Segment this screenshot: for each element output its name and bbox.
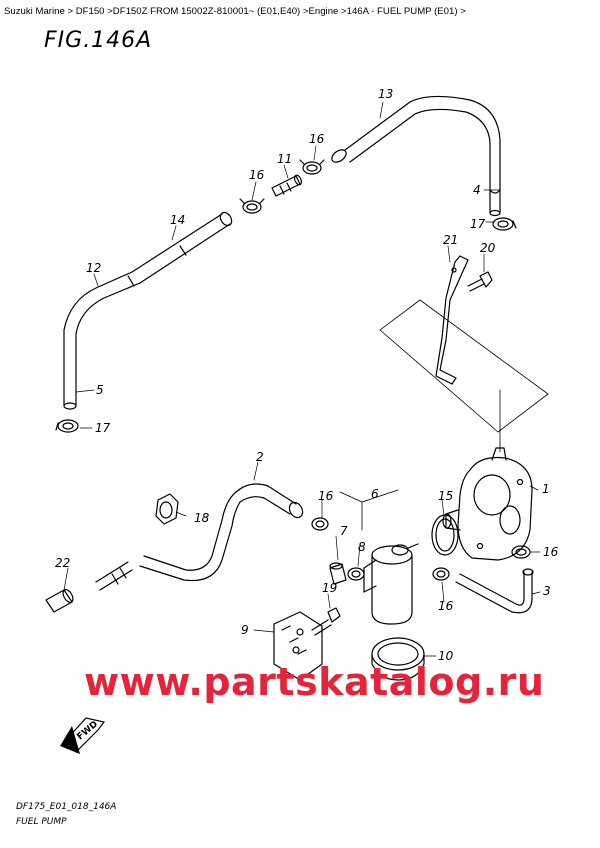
callouts: 13 16 11 16 4 14 17 21 20 12 5 17 2 1 6 … [55, 87, 559, 663]
callout-16[interactable]: 16 [438, 599, 454, 613]
callout-6[interactable]: 6 [371, 487, 379, 501]
bracket-9[interactable] [273, 611, 323, 681]
callout-11[interactable]: 11 [277, 152, 292, 166]
clip-16-right[interactable] [511, 545, 531, 559]
callout-16[interactable]: 16 [249, 168, 265, 182]
part-7[interactable] [329, 562, 347, 585]
fitting-11[interactable] [271, 174, 303, 197]
bolt-20[interactable] [467, 271, 493, 292]
callout-4[interactable]: 4 [473, 183, 481, 197]
callout-10[interactable]: 10 [438, 649, 454, 663]
callout-8[interactable]: 8 [358, 540, 366, 554]
callout-21[interactable]: 21 [443, 233, 458, 247]
pipe-5[interactable] [63, 367, 77, 410]
watermark: www.partskatalog.ru [84, 660, 545, 704]
fuel-filter-6[interactable] [363, 543, 419, 625]
callout-16[interactable]: 16 [318, 489, 334, 503]
callout-17[interactable]: 17 [95, 421, 111, 435]
hose-2[interactable] [139, 483, 305, 582]
callout-2[interactable]: 2 [256, 450, 264, 464]
callout-17[interactable]: 17 [470, 217, 486, 231]
o-ring-15[interactable] [431, 514, 459, 556]
hose-14[interactable] [127, 210, 234, 287]
callout-bracket-6 [339, 489, 399, 531]
callout-1[interactable]: 1 [542, 482, 550, 496]
footer-name: FUEL PUMP [16, 817, 67, 827]
callout-5[interactable]: 5 [96, 383, 104, 397]
footer-code: DF175_E01_018_146A [16, 802, 117, 812]
callout-19[interactable]: 19 [322, 581, 337, 595]
callout-12[interactable]: 12 [86, 261, 101, 275]
part-8[interactable] [347, 567, 365, 581]
callout-13[interactable]: 13 [378, 87, 393, 101]
callout-16[interactable]: 16 [309, 132, 325, 146]
pipe-3[interactable] [455, 568, 534, 614]
clip-17-left[interactable] [55, 419, 79, 433]
clip-16-top[interactable] [299, 159, 325, 175]
callout-18[interactable]: 18 [194, 511, 210, 525]
breadcrumb: Suzuki Marine > DF150 >DF150Z FROM 15002… [4, 6, 466, 17]
callout-9[interactable]: 9 [241, 623, 249, 637]
callout-22[interactable]: 22 [55, 556, 70, 570]
hose-13[interactable] [330, 95, 501, 194]
fwd-arrow-icon: FWD [60, 717, 106, 754]
pipe-4[interactable] [489, 189, 501, 217]
clip-18[interactable] [155, 493, 179, 525]
bracket-21[interactable] [435, 255, 469, 385]
fuel-pump-1[interactable] [442, 447, 533, 561]
hose-12[interactable] [63, 271, 141, 369]
callout-20[interactable]: 20 [480, 241, 496, 255]
leader-lines [63, 101, 541, 657]
clamp-10[interactable] [371, 637, 425, 681]
connector[interactable] [95, 561, 133, 591]
clip-16-mid[interactable] [311, 517, 329, 531]
part-22[interactable] [45, 588, 75, 613]
callout-14[interactable]: 14 [170, 213, 185, 227]
callout-16[interactable]: 16 [543, 545, 559, 559]
callout-3[interactable]: 3 [543, 584, 551, 598]
callout-15[interactable]: 15 [438, 489, 453, 503]
callout-7[interactable]: 7 [340, 524, 348, 538]
clip-17-right[interactable] [492, 217, 517, 231]
reference-lines [379, 299, 549, 453]
clip-16-left[interactable] [239, 198, 265, 214]
figure-title: FIG.146A [44, 28, 153, 53]
clip-16-lower-right[interactable] [432, 567, 450, 581]
bolt-19[interactable] [311, 607, 341, 636]
